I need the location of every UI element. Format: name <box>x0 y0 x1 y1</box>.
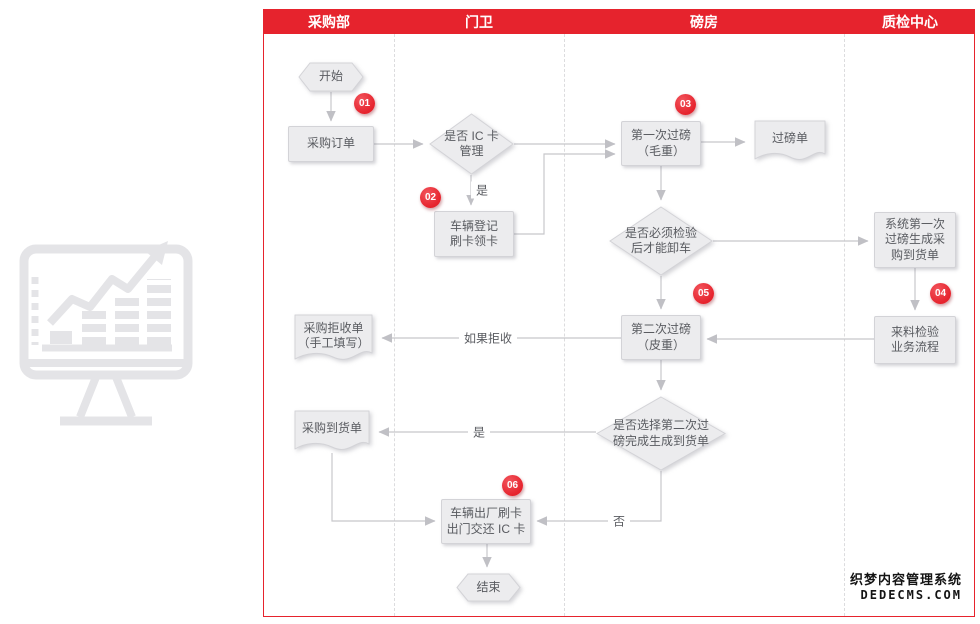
arrival-order-label: 采购到货单 <box>301 421 362 436</box>
watermark-line2: DEDECMS.COM <box>860 588 962 602</box>
lane-divider-3 <box>844 34 845 616</box>
lane-title-gate: 门卫 <box>465 14 493 30</box>
incoming-inspection-label: 来料检验 业务流程 <box>890 324 939 354</box>
end-node: 结束 <box>456 573 521 602</box>
watermark: 织梦内容管理系统 DEDECMS.COM <box>850 569 962 602</box>
unload-decision-label: 是否必须检验 后才能卸车 <box>624 225 697 255</box>
ic-card-decision-label: 是否 IC 卡 管理 <box>444 128 499 158</box>
second-weigh-decision-label: 是否选择第二次过 磅完成生成到货单 <box>612 418 709 448</box>
lane-header-bar: 采购部 门卫 磅房 质检中心 <box>264 10 974 34</box>
edge-label-no-second: 否 <box>607 512 631 530</box>
first-weigh-box: 第一次过磅 （毛重） <box>621 121 701 166</box>
start-node: 开始 <box>298 62 364 92</box>
step-badge-02: 02 <box>420 187 441 208</box>
step-badge-04: 04 <box>930 283 951 304</box>
end-label: 结束 <box>476 579 501 594</box>
ic-card-decision: 是否 IC 卡 管理 <box>429 113 514 175</box>
sys-first-weigh-label: 系统第一次 过磅生成采 购到货单 <box>884 216 945 262</box>
weigh-slip-doc: 过磅单 <box>751 119 829 165</box>
sys-first-weigh-box: 系统第一次 过磅生成采 购到货单 <box>874 212 956 268</box>
lane-title-purchasing: 采购部 <box>308 14 350 30</box>
purchase-order-label: 采购订单 <box>306 136 355 151</box>
vehicle-exit-label: 车辆出厂刷卡 出门交还 IC 卡 <box>446 506 526 536</box>
flowchart-canvas: 采购部 门卫 磅房 质检中心 <box>263 9 975 617</box>
first-weigh-label: 第一次过磅 （毛重） <box>630 128 691 158</box>
flow-connectors <box>326 92 920 568</box>
reject-slip-label: 采购拒收单 （手工填写） <box>297 320 370 350</box>
edge-label-yes-second: 是 <box>467 423 491 441</box>
unload-decision: 是否必须检验 后才能卸车 <box>609 206 713 276</box>
lane-title-weighhouse: 磅房 <box>690 14 718 30</box>
second-weigh-box: 第二次过磅 （皮重） <box>621 315 701 360</box>
reject-slip-doc: 采购拒收单 （手工填写） <box>291 313 376 365</box>
second-weigh-label: 第二次过磅 （皮重） <box>630 322 691 352</box>
step-badge-01: 01 <box>354 93 375 114</box>
vehicle-register-box: 车辆登记 刷卡领卡 <box>434 211 514 257</box>
start-label: 开始 <box>318 69 343 84</box>
step-badge-03: 03 <box>675 94 696 115</box>
purchase-order-box: 采购订单 <box>288 126 374 162</box>
weigh-slip-label: 过磅单 <box>771 131 808 146</box>
chart-monitor-icon <box>19 241 193 426</box>
edge-label-if-reject: 如果拒收 <box>458 329 518 347</box>
vehicle-register-label: 车辆登记 刷卡领卡 <box>449 218 498 248</box>
lane-divider-2 <box>564 34 565 616</box>
vehicle-exit-box: 车辆出厂刷卡 出门交还 IC 卡 <box>441 499 531 544</box>
step-badge-05: 05 <box>693 283 714 304</box>
lane-divider-1 <box>394 34 395 616</box>
lane-title-qc: 质检中心 <box>882 14 938 30</box>
incoming-inspection-box: 来料检验 业务流程 <box>874 316 956 364</box>
step-badge-06: 06 <box>502 475 523 496</box>
arrival-order-doc: 采购到货单 <box>291 409 373 455</box>
watermark-line1: 织梦内容管理系统 <box>849 573 962 588</box>
edge-label-yes-ic: 是 <box>470 181 494 199</box>
second-weigh-decision: 是否选择第二次过 磅完成生成到货单 <box>596 396 726 471</box>
